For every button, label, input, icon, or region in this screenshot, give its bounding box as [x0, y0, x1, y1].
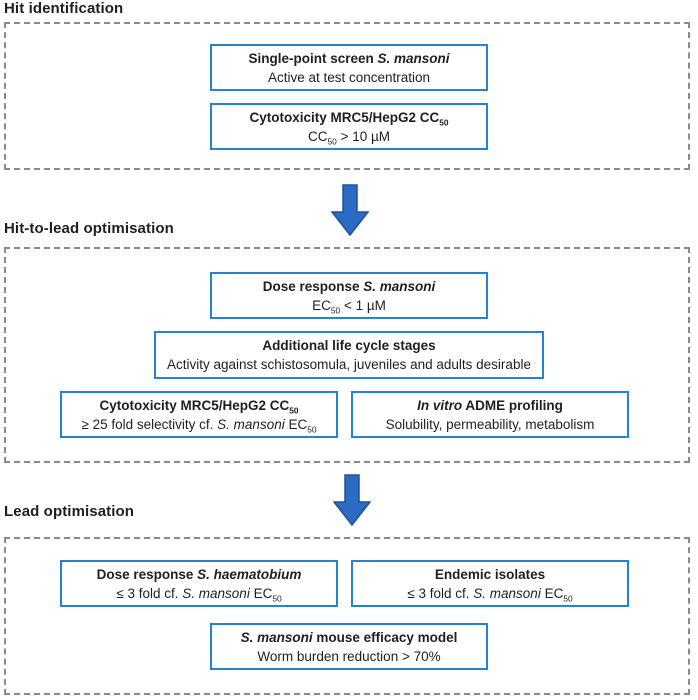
text-run: 50	[289, 405, 299, 416]
box-subtitle: ≤ 3 fold cf. S. mansoni EC50	[407, 584, 572, 603]
box-dose-response-haematobium: Dose response S. haematobium ≤ 3 fold cf…	[60, 560, 338, 607]
box-subtitle: Activity against schistosomula, juvenile…	[167, 355, 531, 374]
text-run: In vitro	[417, 397, 463, 413]
box-title: Endemic isolates	[435, 565, 545, 584]
text-run: EC	[249, 585, 273, 601]
text-run: 50	[330, 305, 341, 316]
text-run: EC	[284, 416, 308, 432]
text-run: Solubility, permeability, metabolism	[385, 416, 595, 432]
box-adme-profiling: In vitro ADME profiling Solubility, perm…	[351, 391, 629, 438]
box-subtitle: Solubility, permeability, metabolism	[386, 415, 595, 434]
box-title: Dose response S. mansoni	[263, 277, 436, 296]
text-run: Dose response	[96, 566, 198, 582]
box-subtitle: Worm burden reduction > 70%	[257, 647, 440, 666]
down-arrow-icon	[333, 474, 371, 526]
box-mouse-efficacy-model: S. mansoni mouse efficacy model Worm bur…	[210, 623, 488, 670]
box-single-point-screen: Single-point screen S. mansoni Active at…	[210, 44, 488, 91]
text-run: Endemic isolates	[434, 566, 546, 582]
text-run: Activity against schistosomula, juvenile…	[167, 357, 531, 372]
text-run: CC	[308, 128, 328, 144]
panel-hit-identification	[4, 22, 690, 170]
text-run: ≤ 3 fold cf.	[116, 585, 183, 601]
text-run: mouse efficacy model	[312, 629, 458, 645]
text-run: Single-point screen	[248, 50, 378, 66]
section-heading-hit-identification: Hit identification	[4, 0, 124, 17]
box-title: Dose response S. haematobium	[97, 565, 302, 584]
text-run: Cytotoxicity MRC5/HepG2 CC	[99, 397, 290, 413]
box-title: Cytotoxicity MRC5/HepG2 CC50	[99, 396, 298, 415]
text-run: Worm burden reduction > 70%	[257, 648, 441, 664]
text-run: Cytotoxicity MRC5/HepG2 CC	[249, 109, 440, 125]
box-subtitle: Active at test concentration	[268, 68, 430, 87]
text-run: S. mansoni	[363, 278, 436, 294]
text-run: S. haematobium	[197, 566, 302, 582]
text-run: > 10 µM	[336, 128, 390, 144]
box-cytotoxicity-selectivity: Cytotoxicity MRC5/HepG2 CC50 ≥ 25 fold s…	[60, 391, 338, 438]
box-title: Additional life cycle stages	[262, 336, 435, 355]
text-run: S. mansoni	[217, 416, 285, 432]
box-title: S. mansoni mouse efficacy model	[241, 628, 458, 647]
down-arrow-icon	[331, 184, 369, 236]
text-run: S. mansoni	[473, 585, 541, 601]
text-run: S. mansoni	[377, 50, 450, 66]
text-run: S. mansoni	[240, 629, 313, 645]
box-subtitle: ≤ 3 fold cf. S. mansoni EC50	[116, 584, 281, 603]
box-subtitle: ≥ 25 fold selectivity cf. S. mansoni EC5…	[81, 415, 316, 434]
box-life-cycle-stages: Additional life cycle stages Activity ag…	[154, 331, 544, 379]
box-endemic-isolates: Endemic isolates ≤ 3 fold cf. S. mansoni…	[351, 560, 629, 607]
box-subtitle: EC50 < 1 µM	[312, 296, 386, 315]
text-run: 50	[439, 117, 449, 128]
text-run: EC	[540, 585, 564, 601]
panel-lead-optimisation	[4, 537, 690, 695]
text-run: Active at test concentration	[267, 69, 431, 85]
section-heading-lead-optimisation: Lead optimisation	[4, 503, 135, 520]
text-run: 50	[307, 424, 317, 435]
text-run: ADME profiling	[462, 397, 563, 413]
box-subtitle: CC50 > 10 µM	[308, 127, 390, 146]
text-run: EC	[312, 297, 331, 313]
box-title: In vitro ADME profiling	[417, 396, 563, 415]
section-heading-hit-to-lead-optimisation: Hit-to-lead optimisation	[4, 220, 174, 237]
box-title: Cytotoxicity MRC5/HepG2 CC50	[249, 108, 448, 127]
text-run: 50	[563, 593, 573, 604]
box-title: Single-point screen S. mansoni	[248, 49, 449, 68]
box-cytotoxicity-hit: Cytotoxicity MRC5/HepG2 CC50 CC50 > 10 µ…	[210, 103, 488, 150]
text-run: Dose response	[262, 278, 364, 294]
text-run: 50	[272, 593, 282, 604]
text-run: 50	[327, 136, 337, 147]
text-run: S. mansoni	[182, 585, 250, 601]
text-run: Additional life cycle stages	[262, 338, 436, 353]
text-run: ≥ 25 fold selectivity cf.	[81, 416, 218, 432]
box-dose-response-mansoni: Dose response S. mansoni EC50 < 1 µM	[210, 272, 488, 319]
panel-hit-to-lead-optimisation	[4, 247, 690, 463]
text-run: ≤ 3 fold cf.	[407, 585, 474, 601]
text-run: < 1 µM	[340, 297, 386, 313]
